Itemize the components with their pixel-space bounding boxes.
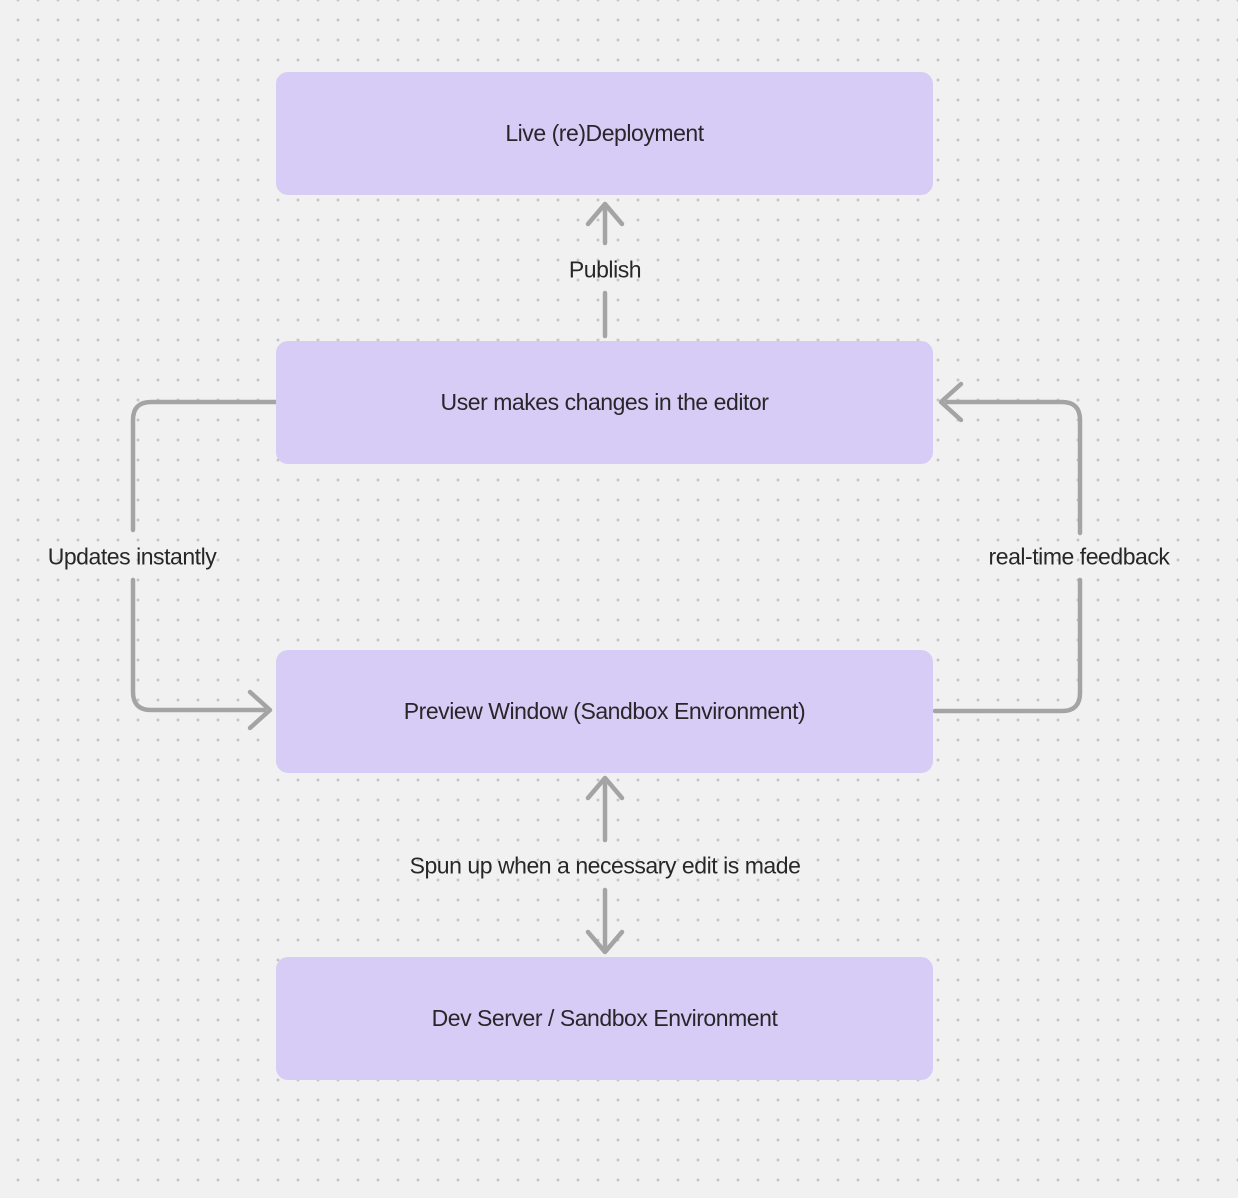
node-label: Dev Server / Sandbox Environment	[431, 1005, 778, 1031]
node-label: User makes changes in the editor	[440, 389, 769, 415]
node-live-redeployment[interactable]: Live (re)Deployment	[276, 72, 933, 195]
edge-label-publish: Publish	[568, 256, 642, 283]
arrow-updates-instantly	[130, 399, 279, 731]
node-dev-server[interactable]: Dev Server / Sandbox Environment	[276, 957, 933, 1080]
arrow-down-head	[585, 929, 625, 955]
edge-label-updates-instantly: Updates instantly	[47, 543, 217, 570]
arrow-up-head	[585, 775, 625, 801]
arrow-up-head	[585, 201, 625, 227]
arrow-left-head	[938, 381, 964, 423]
node-label: Live (re)Deployment	[505, 120, 704, 146]
edge-label-realtime-feedback: real-time feedback	[988, 543, 1170, 570]
arrow-spun-up	[585, 775, 625, 955]
node-user-editor[interactable]: User makes changes in the editor	[276, 341, 933, 464]
edge-label-spun-up: Spun up when a necessary edit is made	[409, 852, 801, 879]
node-label: Preview Window (Sandbox Environment)	[403, 698, 806, 724]
arrow-right-head	[247, 689, 273, 731]
node-preview-window[interactable]: Preview Window (Sandbox Environment)	[276, 650, 933, 773]
arrow-publish	[585, 201, 625, 339]
arrow-realtime-feedback	[932, 381, 1083, 714]
